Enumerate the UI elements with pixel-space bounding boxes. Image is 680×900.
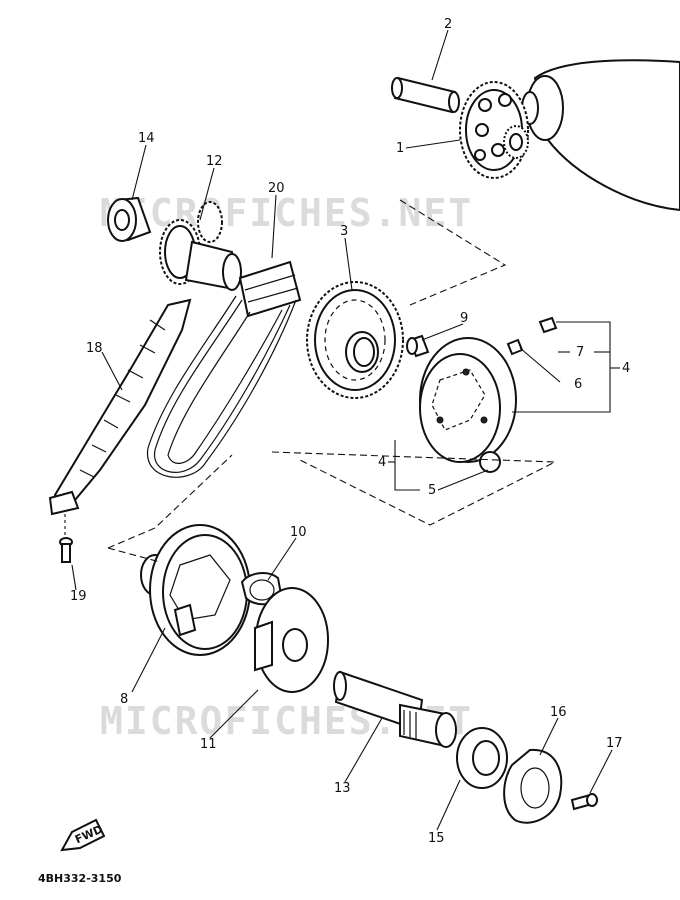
callout-labels: 2 1 14 12 20 3 9 7 4 6 4 5 18 19 10 8 11… [70, 17, 630, 846]
part-4-clutch-housing [419, 337, 517, 463]
callout-2: 2 [444, 17, 452, 32]
watermark-top: MICROFICHES.NET [100, 191, 473, 235]
callout-19: 19 [70, 589, 87, 604]
callout-7: 7 [576, 345, 584, 360]
callout-4-left: 4 [378, 455, 386, 470]
part-8-clutch-boss [140, 524, 251, 656]
callout-13: 13 [334, 781, 351, 796]
part-15-bearing [456, 727, 508, 789]
callout-11: 11 [200, 737, 217, 752]
drawing-code: 4BH332-3150 [38, 872, 122, 885]
part-14-bearing [107, 196, 152, 242]
callout-20: 20 [268, 181, 285, 196]
part-7-plunger [538, 316, 558, 334]
callout-8: 8 [120, 692, 128, 707]
callout-6: 6 [574, 377, 582, 392]
crankcase-housing [521, 59, 680, 212]
callout-9: 9 [460, 311, 468, 326]
part-12-sprocket [159, 201, 242, 291]
callout-17: 17 [606, 736, 623, 751]
callout-12: 12 [206, 154, 223, 169]
part-6-spring [506, 338, 524, 356]
part-19-bolt [59, 537, 73, 563]
callout-5: 5 [428, 483, 436, 498]
part-9-bolt [406, 334, 430, 358]
callout-16: 16 [550, 705, 567, 720]
part-20-chain [147, 260, 302, 478]
callout-14: 14 [138, 131, 155, 146]
leader-lines [71, 29, 620, 831]
part-2-pin [391, 76, 460, 114]
part-13-shaft [333, 670, 457, 748]
part-17-screw [570, 793, 598, 811]
callout-4-right: 4 [622, 361, 630, 376]
fwd-arrow-icon: FWD [60, 818, 106, 852]
part-16-plate [503, 748, 563, 824]
part-1-starter-gear [459, 81, 529, 179]
callout-18: 18 [86, 341, 103, 356]
callout-10: 10 [290, 525, 307, 540]
part-11-wheel-gear [254, 587, 329, 693]
part-5-roller [479, 451, 501, 473]
callout-15: 15 [428, 831, 445, 846]
part-3-large-gear [306, 281, 404, 399]
part-18-chain-guide [48, 298, 192, 535]
callout-3: 3 [340, 224, 348, 239]
reference-lines [107, 199, 556, 563]
callout-1: 1 [396, 141, 404, 156]
